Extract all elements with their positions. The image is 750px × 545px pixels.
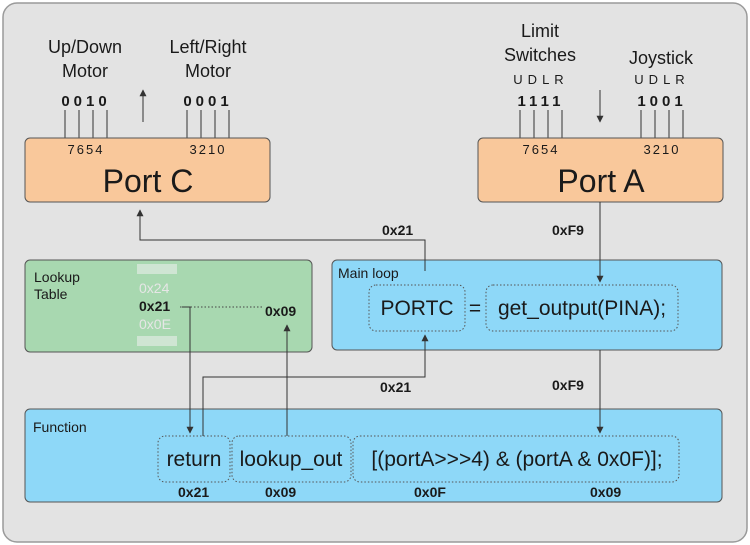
get-output-dotted-box (485, 284, 679, 332)
portc-dotted-box (368, 284, 466, 332)
port-c-group: Up/Down Motor Left/Right Motor 0010 0001… (24, 37, 271, 203)
value-under-return: 0x21 (178, 484, 209, 500)
lookup-table-group: Lookup Table 0x24 0x21 0x0E 0x09 (24, 259, 313, 353)
port-c-low-pin-numbers: 3210 (190, 142, 227, 157)
port-c-pins (64, 110, 230, 138)
lookup-entry-prev: 0x24 (139, 280, 170, 296)
main-loop-title: Main loop (338, 265, 399, 281)
port-a-low-pin-numbers: 3210 (644, 142, 681, 157)
flow-connectors (136, 202, 604, 436)
joystick-directions: UDLR (634, 72, 689, 87)
limit-switches-label-line2: Switches (504, 45, 576, 65)
lookup-entry-next: 0x0E (139, 316, 171, 332)
connector-lookup-to-return (182, 306, 194, 434)
connector-return-to-main (202, 334, 429, 436)
connector-main-to-port-c (136, 209, 426, 271)
port-a-high-bits: 1111 (518, 93, 565, 110)
port-a-group: Limit Switches Joystick UDLR UDLR 1111 1… (477, 21, 724, 203)
function-group: Function return lookup_out [(portA>>>4) … (24, 408, 723, 503)
port-a-low-bits: 1001 (637, 93, 686, 110)
lookup-table-box (24, 259, 313, 353)
value-under-lookup: 0x09 (265, 484, 296, 500)
function-box (24, 408, 723, 503)
lookup-out-dotted-box (231, 435, 352, 483)
value-into-function: 0xF9 (552, 377, 584, 393)
lookup-ghost-entry-bottom (137, 336, 177, 346)
function-title: Function (33, 419, 87, 435)
joystick-label: Joystick (629, 48, 694, 68)
function-return: return (167, 448, 222, 471)
up-down-motor-label-line1: Up/Down (48, 37, 122, 57)
port-c-high-bits: 0010 (61, 93, 110, 110)
port-a-high-pin-numbers: 7654 (523, 142, 560, 157)
up-down-motor-label-line2: Motor (62, 61, 108, 81)
value-labels: 0x21 0xF9 0x21 0xF9 0x21 0x09 0x0F 0x09 (178, 222, 621, 500)
port-a-title: Port A (557, 163, 645, 199)
lookup-entry-selected: 0x21 (139, 298, 170, 314)
lookup-result: 0x09 (265, 303, 296, 319)
lookup-table-title-line1: Lookup (34, 269, 80, 285)
main-loop-equals: = (469, 297, 481, 320)
left-right-motor-label-line1: Left/Right (169, 37, 246, 57)
return-dotted-box (157, 435, 231, 483)
main-loop-lhs: PORTC (380, 297, 453, 320)
value-from-port-a: 0xF9 (552, 222, 584, 238)
value-under-arg-left: 0x0F (414, 484, 446, 500)
function-call: lookup_out (240, 448, 343, 471)
port-c-low-bits: 0001 (183, 93, 232, 110)
limit-switches-label-line1: Limit (521, 21, 559, 41)
limit-switches-directions: UDLR (513, 72, 568, 87)
argument-dotted-box (352, 435, 680, 483)
value-to-port-c: 0x21 (382, 222, 413, 238)
left-right-motor-label-line2: Motor (185, 61, 231, 81)
lookup-table-title-line2: Table (34, 286, 68, 302)
value-under-arg-right: 0x09 (590, 484, 621, 500)
main-loop-box (331, 259, 723, 351)
main-loop-group: Main loop PORTC = get_output(PINA); (331, 259, 723, 351)
port-c-box (24, 137, 271, 203)
port-c-title: Port C (103, 163, 194, 199)
main-loop-rhs: get_output(PINA); (498, 297, 666, 320)
port-a-pins (519, 110, 684, 138)
value-return-to-main: 0x21 (380, 379, 411, 395)
lookup-ghost-entry-top (137, 264, 177, 274)
port-c-high-pin-numbers: 7654 (68, 142, 105, 157)
function-argument: [(portA>>>4) & (portA & 0x0F)]; (371, 448, 662, 471)
